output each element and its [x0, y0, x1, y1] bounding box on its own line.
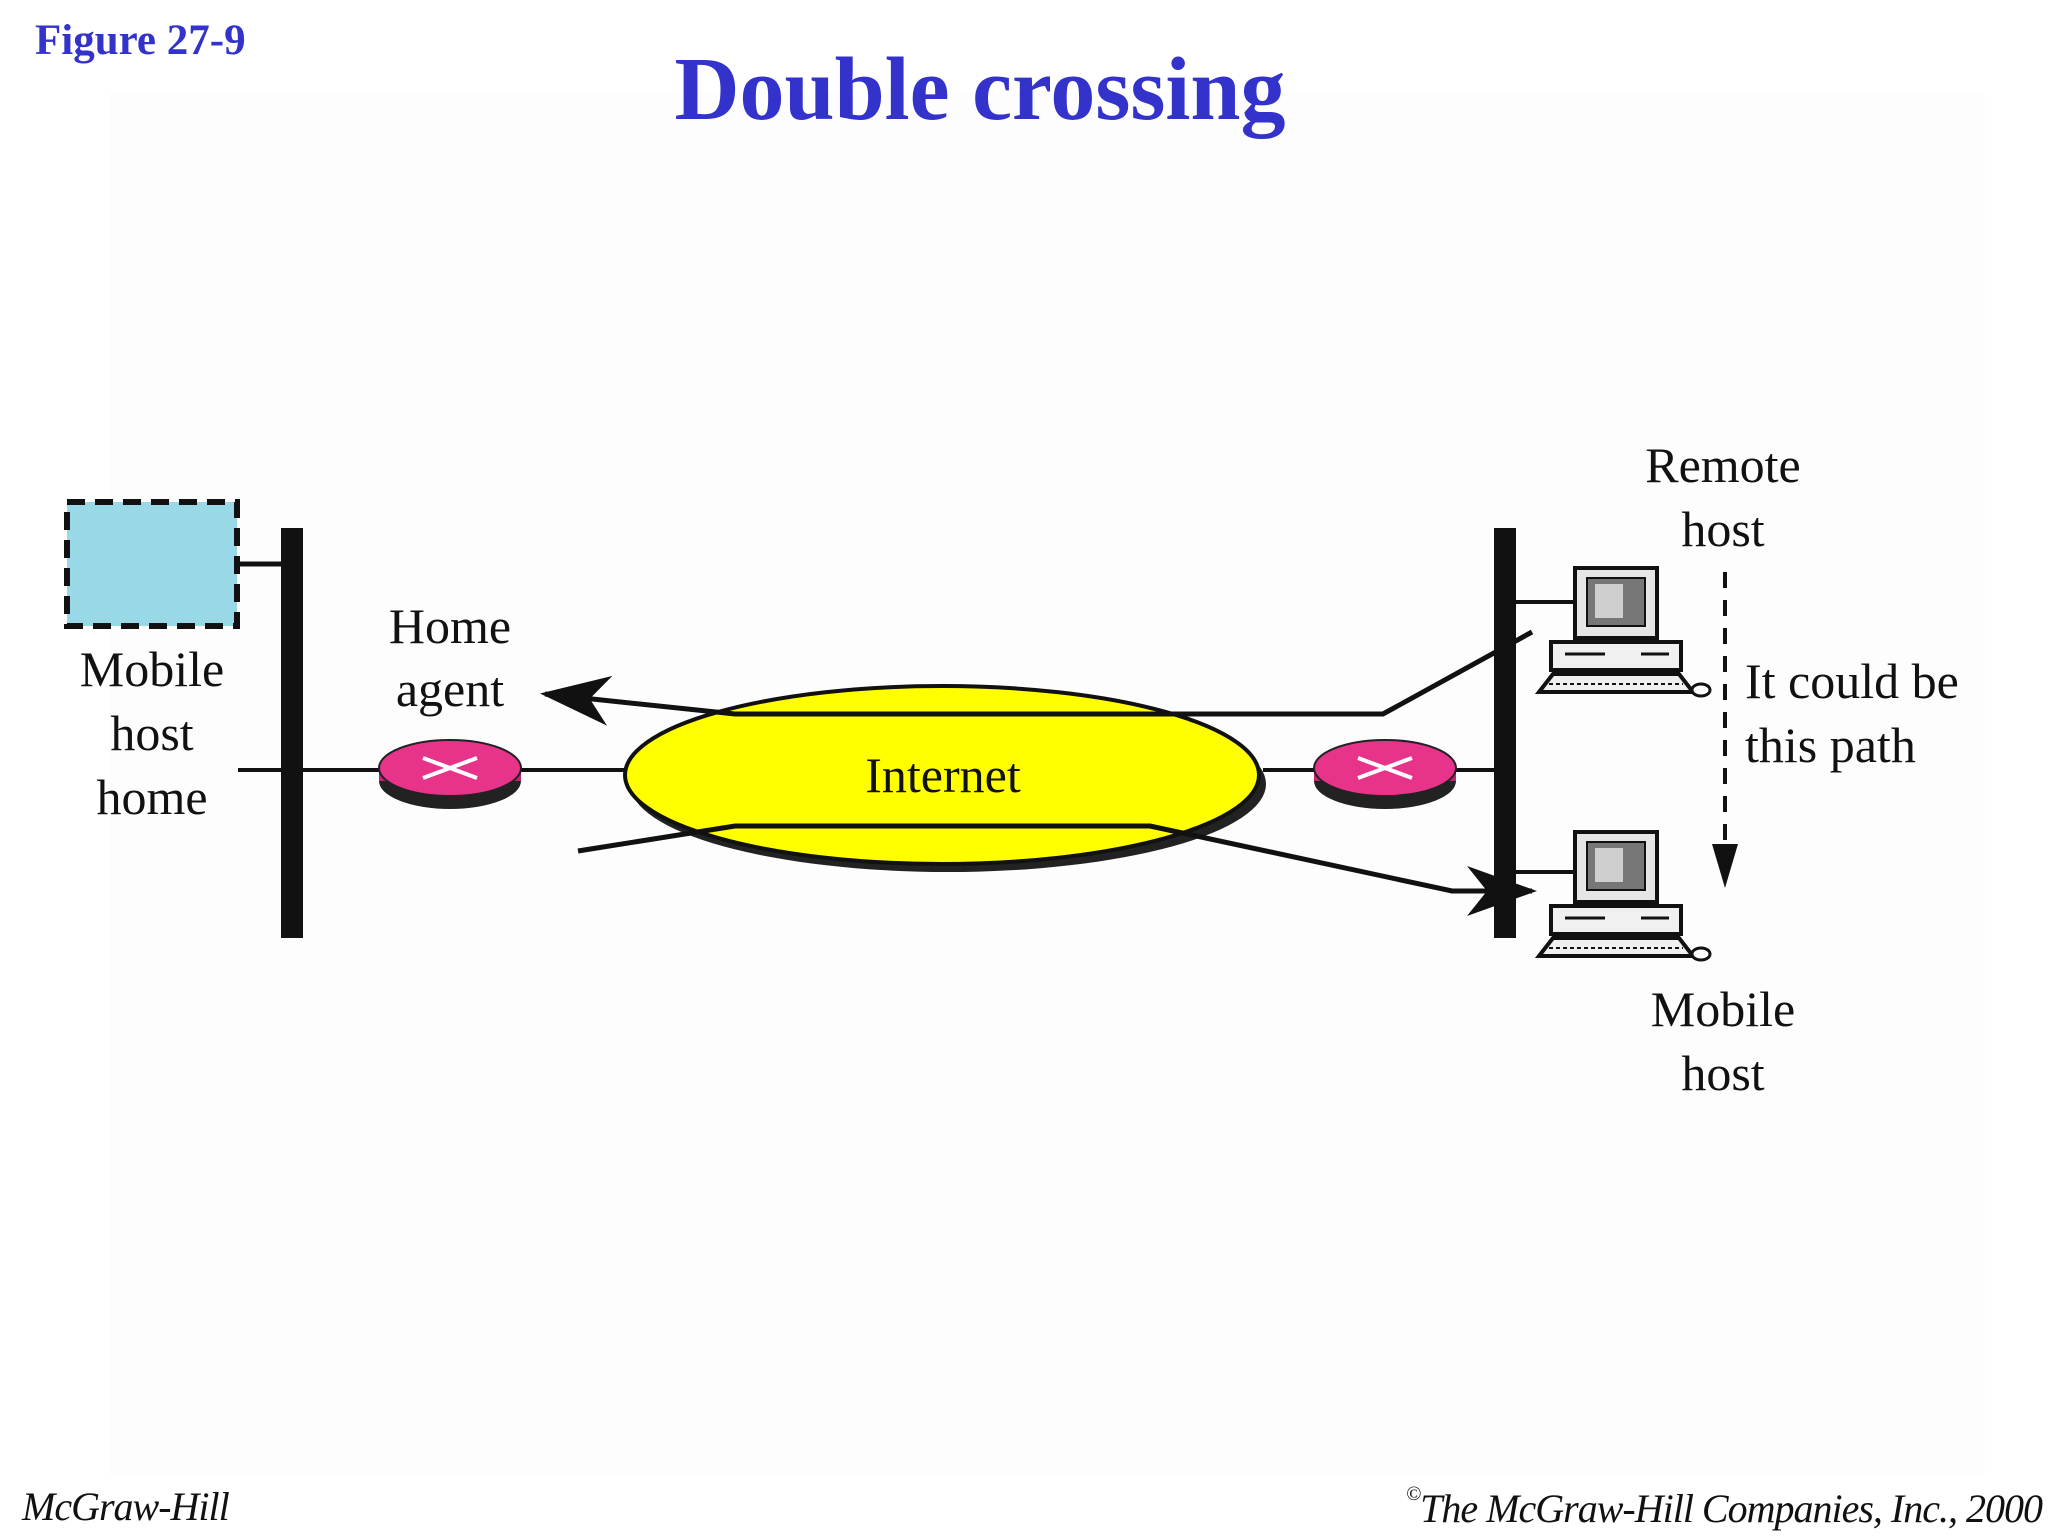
path-to-home-agent	[540, 629, 1534, 726]
home-agent-label-1: Home	[389, 598, 511, 654]
path-note-label-1: It could be	[1745, 653, 1959, 709]
mobile-host-home-label-2: host	[110, 705, 193, 761]
internet-label: Internet	[865, 747, 1021, 803]
footer-copyright-text: The McGraw-Hill Companies, Inc., 2000	[1420, 1486, 2043, 1531]
remote-host-label-2: host	[1681, 501, 1764, 557]
remote-network-bus	[1494, 528, 1516, 938]
mobile-host-home-label-3: home	[96, 769, 207, 825]
home-router-icon	[378, 739, 522, 809]
mobile-host-label-2: host	[1681, 1045, 1764, 1101]
slide-title: Double crossing	[674, 40, 1286, 139]
remote-router-icon	[1313, 739, 1457, 809]
copyright-mark: ©	[1405, 1483, 1421, 1505]
figure-label: Figure 27-9	[35, 17, 246, 64]
remote-host-computer-icon	[1534, 566, 1712, 698]
path-to-mobile-host	[577, 823, 1537, 916]
mobile-host-home-label-1: Mobile	[80, 641, 224, 697]
remote-host-label-1: Remote	[1645, 437, 1801, 493]
mobile-host-computer-icon	[1534, 830, 1712, 962]
footer-copyright: ©The McGraw-Hill Companies, Inc., 2000	[1405, 1483, 2043, 1532]
path-note-label-2: this path	[1745, 717, 1916, 773]
mobile-host-label-1: Mobile	[1651, 981, 1795, 1037]
alternative-path-arrowhead	[1712, 844, 1738, 888]
footer-publisher: McGraw-Hill	[22, 1484, 230, 1529]
home-network-bus	[281, 528, 303, 938]
home-agent-label-2: agent	[396, 661, 504, 717]
mobile-host-home-box	[64, 499, 240, 629]
